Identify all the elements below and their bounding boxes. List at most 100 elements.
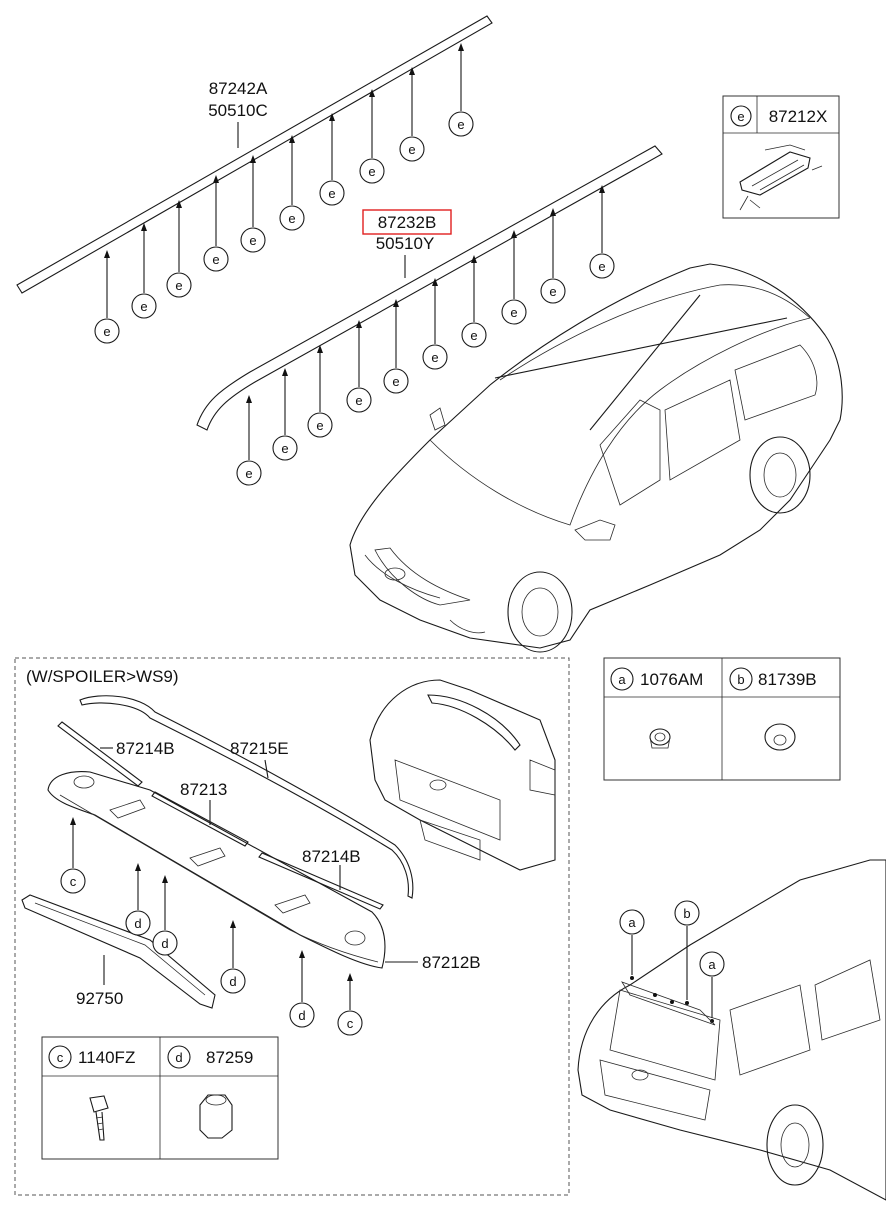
label-87213: 87213	[180, 780, 227, 799]
bolt-icon	[89, 1095, 109, 1141]
callout-d-4: d	[289, 950, 315, 1028]
svg-text:a: a	[628, 915, 636, 930]
leader-87215E	[264, 759, 269, 779]
svg-text:e: e	[316, 418, 323, 433]
callout-a-2: a	[699, 951, 725, 1023]
svg-text:e: e	[431, 350, 438, 365]
callout-e-16: e	[422, 278, 448, 370]
callout-c-1: c	[60, 817, 86, 894]
legend-letter-c: c	[57, 1050, 64, 1065]
clip-box-87212X: e 87212X	[722, 95, 840, 219]
callout-e-14: e	[346, 320, 372, 413]
svg-text:e: e	[368, 164, 375, 179]
callout-e-19: e	[540, 208, 566, 304]
svg-text:e: e	[281, 441, 288, 456]
callout-e-6: e	[279, 135, 305, 231]
callout-e-1: e	[94, 250, 120, 344]
legend-box-cd: c 1140FZ d 87259	[41, 1036, 279, 1160]
callout-b-1: b	[674, 900, 700, 1005]
svg-text:c: c	[70, 874, 77, 889]
clip-icon	[739, 144, 823, 211]
legend-letter-a: a	[618, 672, 626, 687]
label-87214B-a: 87214B	[116, 739, 175, 758]
callouts-left-rail: e e e e e e e e e e	[94, 43, 474, 344]
callout-e-11: e	[236, 395, 262, 486]
callout-e-10: e	[448, 43, 474, 137]
callout-e-13: e	[307, 345, 333, 438]
label-87232B: 87232B	[378, 213, 437, 232]
svg-text:e: e	[140, 299, 147, 314]
callout-d-3: d	[220, 920, 246, 994]
legend-letter-b: b	[737, 672, 744, 687]
callout-e-15: e	[383, 299, 409, 394]
callout-e-8: e	[359, 89, 385, 184]
callout-e-7: e	[319, 113, 345, 206]
label-87212X: 87212X	[769, 107, 828, 126]
svg-text:e: e	[408, 142, 415, 157]
van-rear-spoiler	[369, 679, 556, 871]
svg-text:e: e	[175, 278, 182, 293]
svg-text:e: e	[457, 117, 464, 132]
van-rear-bottom	[577, 859, 886, 1201]
callout-c-2: c	[337, 973, 363, 1036]
spoiler-section-frame	[14, 657, 570, 1196]
callouts-spoiler: c d d d d c	[60, 817, 363, 1036]
callout-e-12: e	[272, 368, 298, 461]
svg-text:e: e	[549, 284, 556, 299]
svg-text:d: d	[229, 974, 236, 989]
legend-label-1140FZ: 1140FZ	[78, 1048, 135, 1067]
callout-d-1: d	[125, 863, 151, 936]
label-87214B-b: 87214B	[302, 847, 361, 866]
svg-text:d: d	[161, 936, 168, 951]
roof-rail-right	[196, 145, 663, 431]
callout-e-2: e	[131, 223, 157, 319]
callout-e-3: e	[166, 200, 192, 298]
legend-label-1076AM: 1076AM	[640, 670, 703, 689]
callout-e-18: e	[501, 230, 527, 325]
label-50510Y: 50510Y	[376, 234, 435, 253]
callout-e-17: e	[461, 255, 487, 348]
grommet-icon	[649, 728, 671, 749]
svg-text:e: e	[328, 186, 335, 201]
svg-text:e: e	[212, 252, 219, 267]
svg-text:e: e	[103, 324, 110, 339]
legend-box-ab: a 1076AM b 81739B	[603, 657, 841, 781]
svg-text:e: e	[245, 466, 252, 481]
svg-text:e: e	[392, 374, 399, 389]
callout-e-9: e	[399, 67, 425, 162]
label-50510C: 50510C	[208, 101, 268, 120]
van-illustration-main	[349, 263, 843, 653]
svg-text:e: e	[355, 393, 362, 408]
nut-icon	[199, 1094, 233, 1139]
legend-letter-d: d	[175, 1050, 182, 1065]
legend-label-87259: 87259	[206, 1048, 253, 1067]
callout-a-1: a	[619, 909, 645, 980]
legend-label-81739B: 81739B	[758, 670, 817, 689]
callout-e-5: e	[240, 155, 266, 253]
callouts-rear: a b a	[619, 900, 725, 1026]
callout-d-2: d	[152, 875, 178, 956]
callout-e-20: e	[589, 185, 615, 279]
label-87212B: 87212B	[422, 953, 481, 972]
svg-text:d: d	[134, 916, 141, 931]
spoiler-parts	[21, 695, 414, 1009]
svg-text:e: e	[249, 233, 256, 248]
svg-text:e: e	[598, 259, 605, 274]
highlight-box-87232B	[362, 209, 452, 235]
label-87242A: 87242A	[209, 79, 268, 98]
label-87215E: 87215E	[230, 739, 289, 758]
svg-text:b: b	[683, 906, 690, 921]
svg-text:e: e	[288, 211, 295, 226]
svg-text:c: c	[347, 1016, 354, 1031]
svg-text:e: e	[510, 305, 517, 320]
spoiler-title: (W/SPOILER>WS9)	[26, 667, 179, 686]
label-92750: 92750	[76, 989, 123, 1008]
callout-e-4: e	[203, 175, 229, 272]
svg-text:a: a	[708, 957, 716, 972]
plug-icon	[764, 723, 796, 751]
svg-text:e: e	[470, 328, 477, 343]
callouts-right-rail: e e e e e e e e e e	[236, 185, 615, 486]
roof-rail-left	[16, 15, 493, 294]
